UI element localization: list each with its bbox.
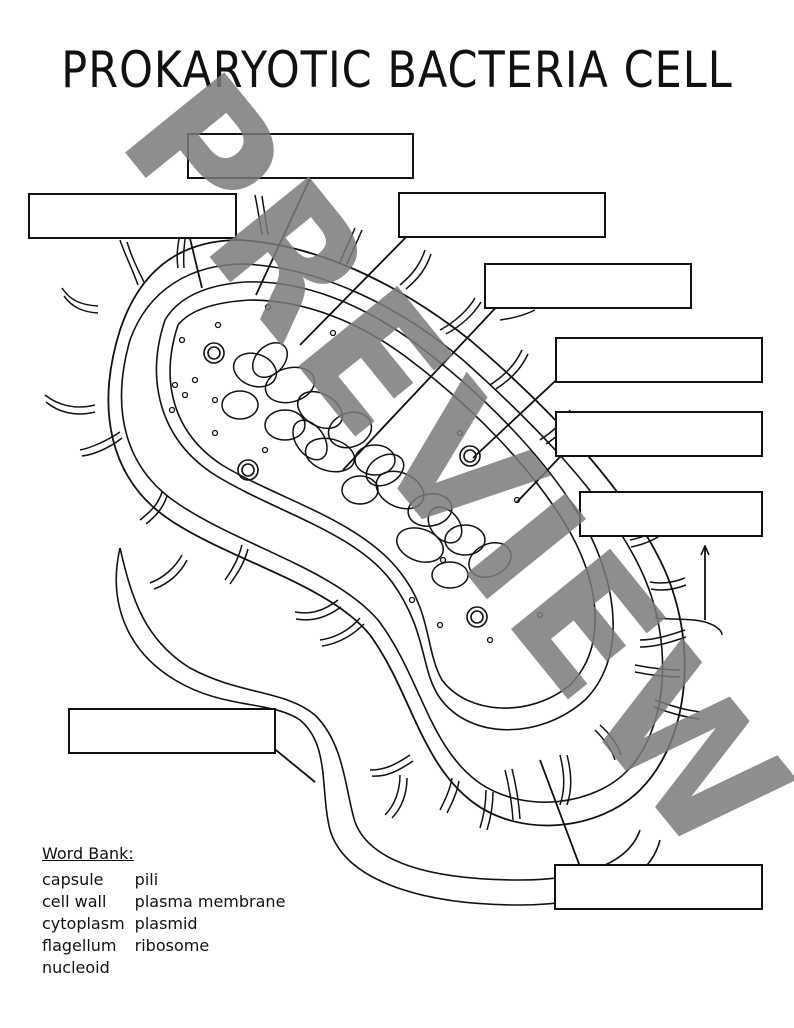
arrow-cell-wall (255, 170, 314, 296)
word-bank-term: ribosome (134, 936, 210, 955)
word-bank-term: flagellum (42, 936, 117, 955)
word-bank-term: cell wall (42, 892, 107, 911)
label-box-4[interactable] (484, 263, 692, 309)
word-bank-term: capsule (42, 870, 104, 889)
pili-hairs (44, 194, 723, 831)
label-box-8[interactable] (68, 708, 276, 754)
word-bank-term: cytoplasm (42, 914, 125, 933)
arrow-plasma-membrane (539, 759, 585, 880)
label-arrows (186, 170, 705, 880)
label-box-3[interactable] (398, 192, 606, 238)
word-bank-term: plasma membrane (134, 892, 286, 911)
label-box-1[interactable] (187, 133, 414, 179)
label-box-7[interactable] (579, 491, 763, 537)
label-box-6[interactable] (555, 411, 763, 457)
word-bank-term: plasmid (134, 914, 198, 933)
ribosome-dots (168, 303, 544, 644)
plasmid-circles (203, 342, 488, 628)
arrow-nucleoid (342, 300, 503, 471)
label-box-9[interactable] (554, 864, 763, 910)
word-bank-heading: Word Bank: (42, 844, 134, 863)
word-bank-term: nucleoid (42, 958, 110, 977)
arrow-plasmid (472, 370, 567, 459)
label-box-2[interactable] (28, 193, 237, 239)
page-title: PROKARYOTIC BACTERIA CELL (61, 42, 733, 100)
arrow-cytoplasm (299, 228, 415, 346)
label-box-5[interactable] (555, 337, 763, 383)
word-bank: Word Bank: capsule cell wall cytoplasm f… (42, 843, 285, 979)
word-bank-column-2: pili plasma membrane plasmid ribosome (135, 869, 286, 979)
nucleoid-loops (221, 341, 512, 589)
word-bank-column-1: capsule cell wall cytoplasm flagellum nu… (42, 869, 125, 979)
word-bank-term: pili (134, 870, 159, 889)
